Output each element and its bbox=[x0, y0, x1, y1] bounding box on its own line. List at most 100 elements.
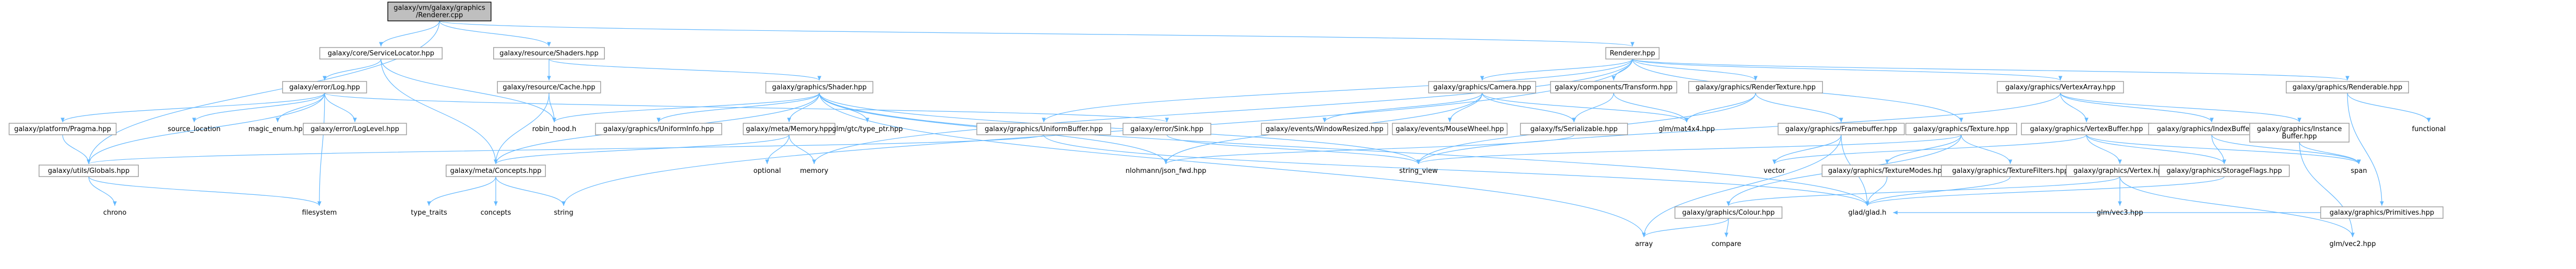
node-windowResized[interactable]: galaxy/events/WindowResized.hpp bbox=[1261, 123, 1388, 135]
node-label: galaxy/events/WindowResized.hpp bbox=[1266, 125, 1384, 133]
node-label: galaxy/meta/Concepts.hpp bbox=[450, 167, 541, 175]
node-label: galaxy/graphics/VertexBuffer.hpp bbox=[2030, 125, 2143, 133]
edge-pragma-to-globals bbox=[62, 134, 91, 165]
edge-indexBuffer-to-storageFlags bbox=[2211, 134, 2226, 165]
node-label: galaxy/utils/Globals.hpp bbox=[48, 167, 129, 175]
edge-memoryHpp-to-memory bbox=[789, 134, 816, 165]
node-box bbox=[1905, 123, 2017, 135]
edge-renderer-to-renderable bbox=[1632, 59, 2350, 81]
edge-uniformBuffer-to-glad bbox=[1043, 134, 1869, 206]
node-label: Renderer.hpp bbox=[1609, 50, 1655, 57]
node-label: chrono bbox=[103, 209, 127, 217]
edge-renderer-to-vertexArray bbox=[1632, 59, 2062, 81]
edge-renderable-to-primitives bbox=[2347, 92, 2384, 206]
node-vertex[interactable]: galaxy/graphics/Vertex.hpp bbox=[2066, 165, 2174, 177]
node-pragma[interactable]: galaxy/platform/Pragma.hpp bbox=[8, 123, 117, 135]
node-transform[interactable]: galaxy/components/Transform.hpp bbox=[1550, 81, 1677, 93]
node-sink[interactable]: galaxy/error/Sink.hpp bbox=[1123, 123, 1211, 135]
node-label: galaxy/graphics/Renderable.hpp bbox=[2293, 84, 2403, 91]
node-textureFilters[interactable]: galaxy/graphics/TextureFilters.hpp bbox=[1941, 165, 2080, 177]
node-label: compare bbox=[1711, 240, 1741, 248]
edge-renderer-to-renderTexture bbox=[1632, 59, 1758, 81]
node-uniformInfo[interactable]: galaxy/graphics/UniformInfo.hpp bbox=[595, 123, 722, 135]
edge-textureFilters-to-glad bbox=[1865, 176, 2011, 206]
node-box bbox=[2320, 206, 2443, 219]
node-box bbox=[387, 2, 492, 21]
node-uniformBuffer[interactable]: galaxy/graphics/UniformBuffer.hpp bbox=[976, 123, 1111, 135]
node-label: galaxy/graphics/Instance bbox=[2257, 125, 2342, 133]
node-conceptsStd: concepts bbox=[481, 209, 511, 217]
node-mouseWheel[interactable]: galaxy/events/MouseWheel.hpp bbox=[1392, 123, 1508, 135]
edge-vertexArray-to-vertexBuffer bbox=[2060, 92, 2089, 123]
node-label: optional bbox=[754, 167, 781, 175]
edge-root-to-globals bbox=[87, 20, 440, 165]
edge-shader-to-uniformInfo bbox=[657, 92, 820, 123]
edge-memoryHpp-to-concepts bbox=[494, 134, 790, 165]
node-box bbox=[1428, 81, 1536, 93]
node-globals[interactable]: galaxy/utils/Globals.hpp bbox=[39, 165, 139, 177]
node-cache[interactable]: galaxy/resource/Cache.hpp bbox=[497, 81, 601, 93]
node-label: functional bbox=[2412, 125, 2446, 133]
node-texture[interactable]: galaxy/graphics/Texture.hpp bbox=[1905, 123, 2017, 135]
node-renderer[interactable]: Renderer.hpp bbox=[1605, 47, 1660, 60]
node-box bbox=[1550, 81, 1677, 93]
edge-colour-to-array bbox=[1642, 218, 1729, 238]
edge-log-to-magicEnum bbox=[276, 92, 325, 123]
edge-vertexArray-to-stringView bbox=[1416, 92, 2061, 165]
edge-log-to-logLevel bbox=[324, 92, 357, 123]
node-label: galaxy/platform/Pragma.hpp bbox=[14, 125, 111, 133]
node-label: galaxy/events/MouseWheel.hpp bbox=[1396, 125, 1504, 133]
node-box bbox=[319, 47, 443, 60]
node-robinHood: robin_hood.h bbox=[532, 125, 576, 133]
node-renderTexture[interactable]: galaxy/graphics/RenderTexture.hpp bbox=[1688, 81, 1823, 93]
node-label: galaxy/components/Transform.hpp bbox=[1555, 84, 1673, 91]
node-vertexArray[interactable]: galaxy/graphics/VertexArray.hpp bbox=[1997, 81, 2124, 93]
node-label: nlohmann/json_fwd.hpp bbox=[1126, 167, 1207, 175]
edge-log-to-pragma bbox=[61, 92, 325, 123]
node-memoryHpp[interactable]: galaxy/meta/Memory.hpp bbox=[743, 123, 836, 135]
node-serializable[interactable]: galaxy/fs/Serializable.hpp bbox=[1520, 123, 1628, 135]
node-sourceLocation: source_location bbox=[168, 125, 220, 133]
node-vertexBuffer[interactable]: galaxy/graphics/VertexBuffer.hpp bbox=[2021, 123, 2152, 135]
node-box bbox=[1123, 123, 1211, 135]
node-span: span bbox=[2351, 167, 2367, 175]
node-label: galaxy/resource/Cache.hpp bbox=[503, 84, 595, 91]
node-storageFlags[interactable]: galaxy/graphics/StorageFlags.hpp bbox=[2158, 165, 2290, 177]
node-label: /Renderer.cpp bbox=[416, 11, 463, 19]
node-serviceLocator[interactable]: galaxy/core/ServiceLocator.hpp bbox=[319, 47, 443, 60]
node-box bbox=[497, 81, 601, 93]
edge-root-to-shaders bbox=[439, 20, 551, 47]
edge-renderable-to-functional bbox=[2347, 92, 2431, 123]
node-framebuffer[interactable]: galaxy/graphics/Framebuffer.hpp bbox=[1778, 123, 1905, 135]
node-log[interactable]: galaxy/error/Log.hpp bbox=[282, 81, 367, 93]
node-magicEnum: magic_enum.hpp bbox=[248, 125, 307, 133]
edge-vertex-to-vec2 bbox=[2119, 176, 2355, 238]
node-shader[interactable]: galaxy/graphics/Shader.hpp bbox=[765, 81, 874, 93]
node-textureModes[interactable]: galaxy/graphics/TextureModes.hpp bbox=[1821, 165, 1953, 177]
edge-instanceBuffer-to-span bbox=[2299, 142, 2361, 165]
node-renderable[interactable]: galaxy/graphics/Renderable.hpp bbox=[2286, 81, 2409, 93]
node-label: magic_enum.hpp bbox=[248, 125, 307, 133]
node-label: vector bbox=[1763, 167, 1785, 175]
edges-layer bbox=[61, 20, 2431, 238]
nodes-layer: galaxy/vm/galaxy/graphics/Renderer.cpp ga… bbox=[8, 2, 2446, 248]
node-root[interactable]: galaxy/vm/galaxy/graphics/Renderer.cpp bbox=[387, 2, 492, 21]
node-mat4x4: glm/mat4x4.hpp bbox=[1659, 125, 1715, 133]
node-logLevel[interactable]: galaxy/error/LogLevel.hpp bbox=[303, 123, 407, 135]
edge-framebuffer-to-vector bbox=[1772, 134, 1842, 165]
node-box bbox=[303, 123, 407, 135]
node-primitives[interactable]: galaxy/graphics/Primitives.hpp bbox=[2320, 206, 2443, 219]
edge-shader-to-memoryHpp bbox=[787, 92, 820, 123]
node-chrono: chrono bbox=[103, 209, 127, 217]
node-concepts[interactable]: galaxy/meta/Concepts.hpp bbox=[446, 165, 546, 177]
node-shaders[interactable]: galaxy/resource/Shaders.hpp bbox=[493, 47, 605, 60]
node-label: robin_hood.h bbox=[532, 125, 576, 133]
edge-concepts-to-typeTraits bbox=[427, 176, 496, 206]
node-camera[interactable]: galaxy/graphics/Camera.hpp bbox=[1428, 81, 1536, 93]
edge-shader-to-glad bbox=[819, 92, 1869, 206]
node-colour[interactable]: galaxy/graphics/Colour.hpp bbox=[1674, 206, 1783, 219]
node-label: array bbox=[1635, 240, 1653, 248]
node-glad: glad/glad.h bbox=[1848, 209, 1887, 217]
